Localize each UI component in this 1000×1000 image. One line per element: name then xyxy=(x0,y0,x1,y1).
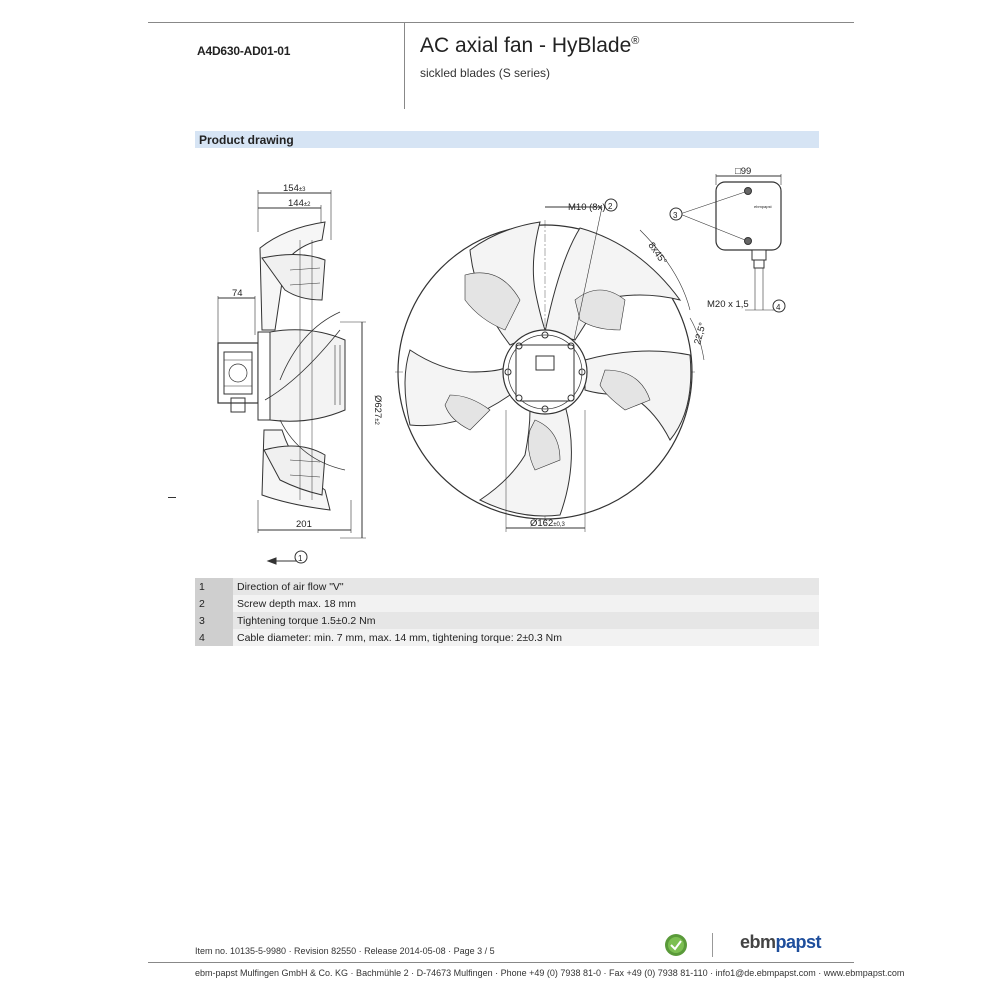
certification-seal-icon xyxy=(665,934,687,956)
note-row: 3 Tightening torque 1.5±0.2 Nm xyxy=(195,612,819,629)
header-divider xyxy=(404,22,405,109)
title-text: AC axial fan - HyBlade xyxy=(420,34,632,57)
dim-angle: 22,5° xyxy=(692,321,708,346)
note-row: 1 Direction of air flow "V" xyxy=(195,578,819,595)
dim-angle-pattern: 8x45° xyxy=(646,240,669,266)
note-text: Screw depth max. 18 mm xyxy=(237,597,357,610)
header-top-rule xyxy=(148,22,854,23)
front-view xyxy=(395,198,705,532)
note-row: 2 Screw depth max. 18 mm xyxy=(195,595,819,612)
brand-logo: ebmpapst xyxy=(740,932,822,953)
dim-74: 74 xyxy=(232,288,243,299)
dim-154: 154±3 xyxy=(283,183,306,194)
dim-hub-162: Ø162±0,3 xyxy=(530,518,566,529)
footer-rule xyxy=(148,962,854,963)
terminal-box-view xyxy=(669,174,786,313)
page-title: AC axial fan - HyBlade® xyxy=(420,34,639,58)
dim-box-99: □99 xyxy=(735,166,751,177)
dim-diameter-627: Ø627±2 xyxy=(372,395,383,426)
brand-divider xyxy=(712,933,713,957)
footer-item-line: Item no. 10135-5-9980 · Revision 82550 ·… xyxy=(195,946,495,956)
note-text: Direction of air flow "V" xyxy=(237,580,344,593)
callout-3: 3 xyxy=(673,211,678,220)
dim-gland-m20: M20 x 1,5 xyxy=(707,299,749,310)
page-subtitle: sickled blades (S series) xyxy=(420,66,551,80)
note-text: Cable diameter: min. 7 mm, max. 14 mm, t… xyxy=(237,631,562,644)
note-text: Tightening torque 1.5±0.2 Nm xyxy=(237,614,376,627)
note-row: 4 Cable diameter: min. 7 mm, max. 14 mm,… xyxy=(195,629,819,646)
section-bar xyxy=(195,131,819,148)
callout-1: 1 xyxy=(298,554,303,563)
notes-table: 1 Direction of air flow "V" 2 Screw dept… xyxy=(195,578,819,646)
dim-thread-m10: M10 (8x) xyxy=(568,202,605,213)
box-logo: ebmpapst xyxy=(754,204,772,209)
note-number: 4 xyxy=(195,629,233,646)
note-number: 1 xyxy=(195,578,233,595)
callout-2: 2 xyxy=(608,202,613,211)
registered-mark: ® xyxy=(631,35,640,47)
footer-company-line: ebm-papst Mulfingen GmbH & Co. KG · Bach… xyxy=(195,968,905,978)
callout-4: 4 xyxy=(776,303,781,312)
brand-part-1: ebm xyxy=(740,932,776,952)
section-title: Product drawing xyxy=(199,133,294,147)
side-view xyxy=(217,190,366,565)
note-number: 3 xyxy=(195,612,233,629)
part-number: A4D630-AD01-01 xyxy=(197,44,291,58)
note-number: 2 xyxy=(195,595,233,612)
margin-tick xyxy=(168,497,176,498)
dim-201: 201 xyxy=(296,519,312,530)
brand-part-2: papst xyxy=(775,932,822,952)
dim-144: 144±2 xyxy=(288,198,311,209)
